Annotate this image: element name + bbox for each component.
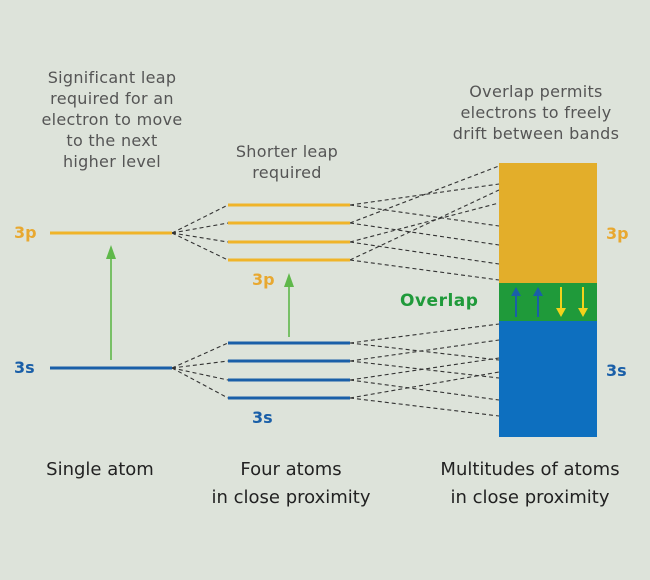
dashed-line (171, 367, 229, 381)
dashed-line (349, 189, 500, 261)
caption-line: in close proximity (211, 487, 371, 508)
dashed-line (349, 204, 500, 227)
note-line: higher level (62, 152, 162, 171)
dashed-line (349, 323, 500, 344)
dashed-line (171, 232, 229, 261)
dashed-line (171, 367, 229, 399)
dashed-line (349, 342, 500, 361)
note-line: to the next (66, 131, 158, 150)
band-3s-label: 3s (606, 361, 627, 380)
dashed-line (349, 357, 500, 381)
dashed-line (349, 165, 500, 224)
dashed-line (349, 222, 500, 246)
note-line: Shorter leap (235, 142, 339, 161)
caption-line: Four atoms (240, 459, 342, 480)
dashed-line (349, 371, 500, 399)
note-line: Significant leap (47, 68, 177, 87)
dashed-line (349, 397, 500, 417)
dashed-line (171, 222, 229, 234)
electron-down-arrow-icon (578, 287, 588, 317)
note-line: drift between bands (452, 124, 620, 143)
dashed-line (171, 204, 229, 234)
dashed-line (349, 202, 500, 243)
note-line: required for an (50, 89, 174, 108)
band-3p (499, 163, 597, 283)
band-3s (499, 321, 597, 437)
electron-arrows (511, 287, 588, 317)
four-atoms-3s-label: 3s (252, 408, 273, 427)
four-atoms-caption: Four atoms in close proximity (196, 456, 386, 512)
caption-line: Single atom (46, 459, 154, 480)
four-atoms-3p-label: 3p (252, 270, 275, 289)
electron-down-arrow-icon (556, 287, 566, 317)
dashed-line (349, 241, 500, 265)
single-atom-caption: Single atom (20, 456, 180, 484)
electron-up-arrow-icon (533, 287, 543, 317)
note-line: Overlap permits (469, 82, 603, 101)
shorter-leap-note: Shorter leap required (207, 141, 367, 183)
dashed-line (171, 232, 229, 243)
dashed-line (349, 259, 500, 281)
overlap-label: Overlap (400, 291, 479, 311)
single-atom-3s-label: 3s (14, 358, 35, 377)
dashed-connector-lines (171, 165, 500, 417)
caption-line: in close proximity (450, 487, 610, 508)
single-atom-leap-arrow (106, 245, 116, 360)
overlap-note: Overlap permits electrons to freely drif… (436, 81, 636, 144)
dashed-line (171, 342, 229, 369)
dashed-line (349, 379, 500, 401)
band-3p-label: 3p (606, 224, 629, 243)
electron-up-arrow-icon (511, 287, 521, 317)
single-leap-note: Significant leap required for an electro… (22, 67, 202, 172)
four-atoms-leap-arrow (284, 273, 294, 337)
note-line: electron to move (41, 110, 183, 129)
caption-line: Multitudes of atoms (440, 459, 620, 480)
single-atom-3p-label: 3p (14, 223, 37, 242)
multitude-atoms-caption: Multitudes of atoms in close proximity (424, 456, 636, 512)
dashed-line (171, 360, 229, 369)
note-line: electrons to freely (460, 103, 612, 122)
dashed-line (349, 360, 500, 379)
note-line: required (252, 163, 322, 182)
